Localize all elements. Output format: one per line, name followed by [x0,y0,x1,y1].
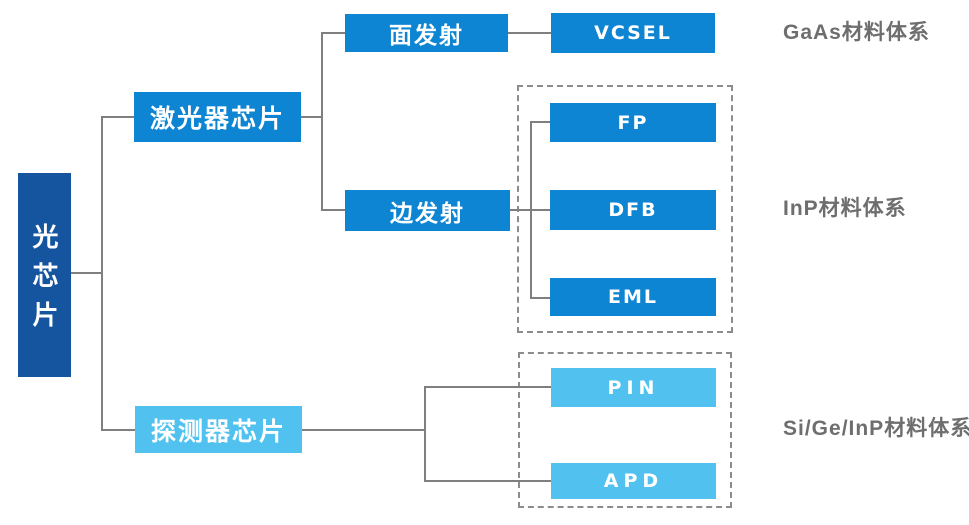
connector-trunk2-vertical [321,32,323,211]
node-vcsel: VCSEL [551,13,715,53]
connector-trunk3-to-eml [530,297,551,299]
connector-trunk3-to-dfb [530,209,551,211]
node-apd: APD [551,463,716,499]
connector-detector-to-trunk4 [302,429,426,431]
connector-trunk3-to-fp [530,121,551,123]
label-gaas-material-system: GaAs材料体系 [783,21,930,44]
node-laser-chip: 激光器芯片 [134,92,301,142]
node-pin: PIN [551,368,716,407]
group-box-si-ge-inp-material [518,352,732,508]
connector-trunk2-to-surface [321,32,346,34]
label-inp-material-system: InP材料体系 [783,197,907,220]
node-fp: FP [550,103,716,142]
node-optical-chip: 光芯片 [18,173,71,377]
connector-trunk2-to-edge [321,209,346,211]
connector-trunk1-vertical [101,116,103,431]
connector-edge-to-trunk3 [509,209,532,211]
connector-trunk4-vertical [424,386,426,482]
node-surface-emitting: 面发射 [345,14,508,52]
node-edge-emitting: 边发射 [345,190,510,231]
node-detector-chip: 探测器芯片 [135,406,302,453]
connector-trunk1-to-laser [101,116,135,118]
connector-trunk4-to-apd [424,480,552,482]
connector-root-to-trunk1 [71,272,102,274]
connector-trunk1-to-detector [101,429,136,431]
connector-trunk4-to-pin [424,386,552,388]
connector-laser-to-trunk2 [300,116,322,118]
node-eml: EML [550,278,716,316]
node-dfb: DFB [550,190,716,230]
label-si-ge-inp-material-system: Si/Ge/InP材料体系 [783,417,969,440]
connector-surface-to-vcsel [508,32,551,34]
